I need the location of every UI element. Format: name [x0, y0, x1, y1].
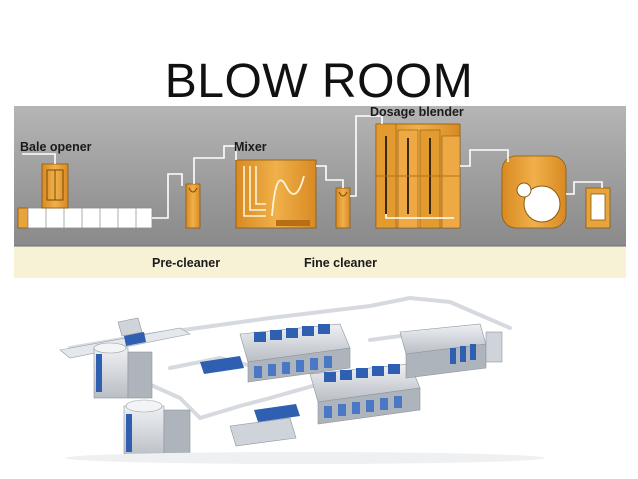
- pre-cleaner-machine: [185, 183, 201, 229]
- dosage-blender-machine: [375, 123, 461, 229]
- slide-title: BLOW ROOM: [164, 55, 474, 108]
- cleaner-unit-lower-left: [123, 399, 191, 459]
- floor-shadow: [65, 452, 545, 464]
- label-bale-opener: Bale opener: [20, 140, 92, 154]
- bale-opener-machine: [17, 163, 153, 229]
- label-pre-cleaner: Pre-cleaner: [152, 256, 220, 270]
- bale-opener-unit: [59, 317, 191, 359]
- card-feed-machine: [501, 155, 611, 229]
- mixer-machine: [235, 159, 317, 229]
- dosage-unit-right: [399, 323, 503, 379]
- fine-cleaner-machine: [335, 187, 351, 229]
- blow-room-3d-layout: [59, 296, 545, 464]
- label-mixer: Mixer: [234, 140, 267, 154]
- mixer-unit-upper: [239, 323, 351, 383]
- mixer-unit-lower: [309, 363, 421, 425]
- material-ducts: [22, 115, 603, 219]
- diagram-floor: [14, 246, 626, 278]
- feed-table-lower: [229, 417, 297, 447]
- label-fine-cleaner: Fine cleaner: [304, 256, 377, 270]
- conveyor-lower: [254, 404, 300, 422]
- conveyor-upper: [200, 356, 244, 374]
- cleaner-unit-left: [93, 342, 153, 399]
- process-flow-diagram: Bale opener Mixer Dosage blender Pre-cle…: [14, 106, 626, 278]
- label-dosage-blender: Dosage blender: [370, 106, 464, 119]
